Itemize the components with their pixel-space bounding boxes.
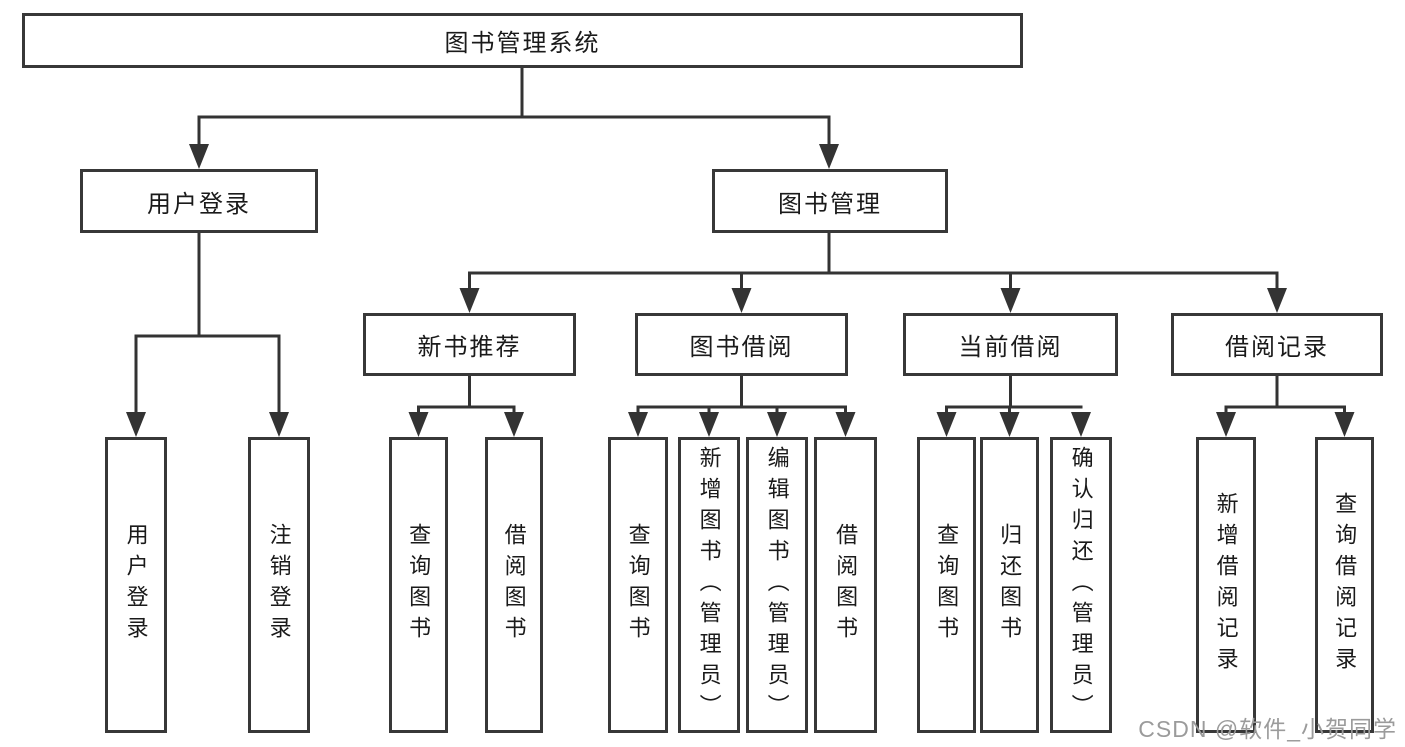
leaf-user-login: 用户登录 [105,437,167,733]
arrowheads [126,144,1355,437]
leaf-bb-borrow-books-label: 借阅图书 [833,523,859,647]
leaf-br-add-record-label: 新增借阅记录 [1213,492,1239,678]
node-book-management: 图书管理 [712,169,948,233]
leaf-bb-add-books-admin: 新增图书（管理员） [678,437,740,733]
leaf-bb-borrow-books: 借阅图书 [814,437,877,733]
node-new-book-recommend: 新书推荐 [363,313,576,376]
node-borrow-records: 借阅记录 [1171,313,1383,376]
leaf-bb-query-books-label: 查询图书 [625,523,651,647]
leaf-user-login-label: 用户登录 [123,523,149,647]
leaf-bb-edit-books-admin: 编辑图书（管理员） [746,437,808,733]
leaf-nbr-query-books: 查询图书 [389,437,448,733]
leaf-br-add-record: 新增借阅记录 [1196,437,1256,733]
leaf-nbr-query-books-label: 查询图书 [406,523,432,647]
node-user-login: 用户登录 [80,169,318,233]
leaf-cb-return-books-label: 归还图书 [997,523,1023,647]
leaf-cb-return-books: 归还图书 [980,437,1039,733]
leaf-cb-confirm-return-admin: 确认归还（管理员） [1050,437,1112,733]
node-current-borrow: 当前借阅 [903,313,1118,376]
csdn-watermark: CSDN @软件_小贺同学 [1138,716,1397,742]
connector-line-path [134,66,1346,416]
node-book-borrow: 图书借阅 [635,313,848,376]
leaf-nbr-borrow-books: 借阅图书 [485,437,543,733]
leaf-logout: 注销登录 [248,437,310,733]
leaf-cb-query-books: 查询图书 [917,437,976,733]
node-library-management-system: 图书管理系统 [22,13,1023,68]
leaf-bb-query-books: 查询图书 [608,437,668,733]
leaf-cb-confirm-return-admin-label: 确认归还（管理员） [1068,445,1094,725]
leaf-bb-edit-books-admin-label: 编辑图书（管理员） [764,445,790,725]
leaf-br-query-record: 查询借阅记录 [1315,437,1374,733]
leaf-br-query-record-label: 查询借阅记录 [1332,492,1358,678]
leaf-logout-label: 注销登录 [266,523,292,647]
leaf-bb-add-books-admin-label: 新增图书（管理员） [696,445,722,725]
leaf-nbr-borrow-books-label: 借阅图书 [501,523,527,647]
leaf-cb-query-books-label: 查询图书 [934,523,960,647]
